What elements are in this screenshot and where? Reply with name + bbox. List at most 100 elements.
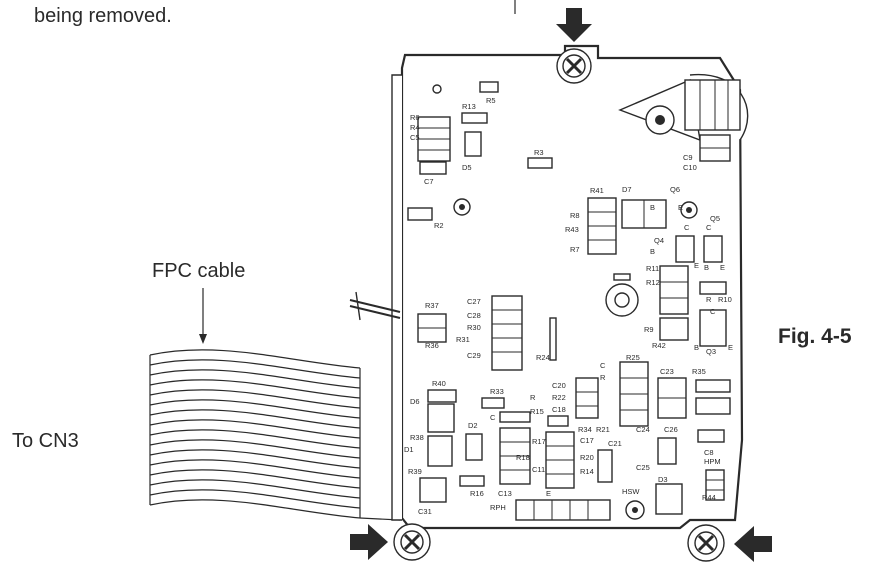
arrow-right-icon bbox=[350, 524, 388, 560]
component-label-r44: R44 bbox=[702, 493, 716, 502]
component-label-q6: Q6 bbox=[670, 185, 680, 194]
component-label-r41: R41 bbox=[590, 186, 604, 195]
fpc-cable-label: FPC cable bbox=[152, 260, 245, 282]
component-label-q3: Q3 bbox=[706, 347, 716, 356]
cn3-label: To CN3 bbox=[12, 430, 79, 452]
component-label-r18: R18 bbox=[516, 453, 530, 462]
component-label-r16: R16 bbox=[470, 489, 484, 498]
component-label-r13: R13 bbox=[462, 102, 476, 111]
caption-top: being removed. bbox=[34, 5, 172, 27]
pcb-edge bbox=[391, 74, 402, 521]
component-label-c9: C9 bbox=[683, 153, 693, 162]
component-label-rph: RPH bbox=[490, 503, 506, 512]
figure-label: Fig. 4-5 bbox=[778, 325, 852, 348]
screw-bottom-left-icon bbox=[393, 523, 431, 561]
footprints bbox=[407, 81, 731, 521]
component-label-r4: R4 bbox=[410, 123, 420, 132]
component-label-r35: R35 bbox=[692, 367, 706, 376]
component-label-e: E bbox=[546, 489, 551, 498]
pin-label: R bbox=[530, 393, 536, 402]
component-label-c25: C25 bbox=[636, 463, 650, 472]
component-label-c10: C10 bbox=[683, 163, 697, 172]
component-label-c13: C13 bbox=[498, 489, 512, 498]
component-label-c5: C5 bbox=[410, 133, 420, 142]
component-label-r22: R22 bbox=[552, 393, 566, 402]
arrow-down-icon bbox=[556, 8, 592, 42]
component-label-c23: C23 bbox=[660, 367, 674, 376]
pin-label: B bbox=[650, 203, 655, 212]
component-label-c24: C24 bbox=[636, 425, 650, 434]
component-label-r17: R17 bbox=[532, 437, 546, 446]
component-label-hsw: HSW bbox=[622, 487, 640, 496]
component-label-c29: C29 bbox=[467, 351, 481, 360]
component-label-c27: C27 bbox=[467, 297, 481, 306]
component-label-c26: C26 bbox=[664, 425, 678, 434]
component-label-r21: R21 bbox=[596, 425, 610, 434]
component-label-r31: R31 bbox=[456, 335, 470, 344]
pin-label: C bbox=[600, 361, 606, 370]
component-label-r9: R9 bbox=[644, 325, 654, 334]
component-label-r5: R5 bbox=[486, 96, 496, 105]
pin-label: E bbox=[720, 263, 725, 272]
component-label-d7: D7 bbox=[622, 185, 632, 194]
pin-label: R bbox=[600, 373, 606, 382]
component-label-r25: R25 bbox=[626, 353, 640, 362]
component-label-q4: Q4 bbox=[654, 236, 664, 245]
component-label-d6: D6 bbox=[410, 397, 420, 406]
component-label-d3: D3 bbox=[658, 475, 668, 484]
component-label-r36: R36 bbox=[425, 341, 439, 350]
component-label-r38: R38 bbox=[410, 433, 424, 442]
pin-label: C bbox=[710, 307, 716, 316]
component-label-c31: C31 bbox=[418, 507, 432, 516]
component-label-d5: D5 bbox=[462, 163, 472, 172]
screw-top-icon bbox=[556, 48, 592, 84]
component-label-r40: R40 bbox=[432, 379, 446, 388]
component-label-q5: Q5 bbox=[710, 214, 720, 223]
pin-label: E bbox=[728, 343, 733, 352]
component-label-c8: C8 bbox=[704, 448, 714, 457]
component-label-c20: C20 bbox=[552, 381, 566, 390]
fpc-cable bbox=[149, 349, 401, 521]
component-label-r43: R43 bbox=[565, 225, 579, 234]
component-label-r8: R8 bbox=[570, 211, 580, 220]
component-label-r14: R14 bbox=[580, 467, 594, 476]
component-label-r24: R24 bbox=[536, 353, 550, 362]
component-label-hpm: HPM bbox=[704, 457, 721, 466]
component-label-d1: D1 bbox=[404, 445, 414, 454]
component-label-r37: R37 bbox=[425, 301, 439, 310]
component-label-r42: R42 bbox=[652, 341, 666, 350]
screw-bottom-right-icon bbox=[687, 524, 725, 562]
fpc-leader-head bbox=[199, 334, 207, 344]
component-label-c11: C11 bbox=[532, 465, 545, 474]
component-label-r6: R6 bbox=[410, 113, 420, 122]
arrow-left-icon bbox=[734, 526, 772, 562]
pin-label: B bbox=[650, 247, 655, 256]
pin-label: E bbox=[678, 203, 683, 212]
component-label-r30: R30 bbox=[467, 323, 481, 332]
component-label-r39: R39 bbox=[408, 467, 422, 476]
pin-label: C bbox=[684, 223, 690, 232]
component-label-r7: R7 bbox=[570, 245, 580, 254]
motor-assembly bbox=[618, 73, 749, 142]
component-label-c28: C28 bbox=[467, 311, 481, 320]
component-label-r15: R15 bbox=[530, 407, 544, 416]
pin-label: R bbox=[706, 295, 712, 304]
component-label-c21: C21 bbox=[608, 439, 622, 448]
pin-label: C bbox=[706, 223, 712, 232]
mount-hole-icon bbox=[432, 84, 442, 94]
cable-clip bbox=[349, 291, 401, 321]
component-label-d2: D2 bbox=[468, 421, 478, 430]
component-label-r33: R33 bbox=[490, 387, 504, 396]
component-label-c7: C7 bbox=[424, 177, 434, 186]
component-label-r2: R2 bbox=[434, 221, 444, 230]
pin-label: B bbox=[704, 263, 709, 272]
component-label-r3: R3 bbox=[534, 148, 544, 157]
component-label-c18: C18 bbox=[552, 405, 566, 414]
component-label-c17: C17 bbox=[580, 436, 594, 445]
component-label-r34: R34 bbox=[578, 425, 592, 434]
pin-label: C bbox=[490, 413, 496, 422]
